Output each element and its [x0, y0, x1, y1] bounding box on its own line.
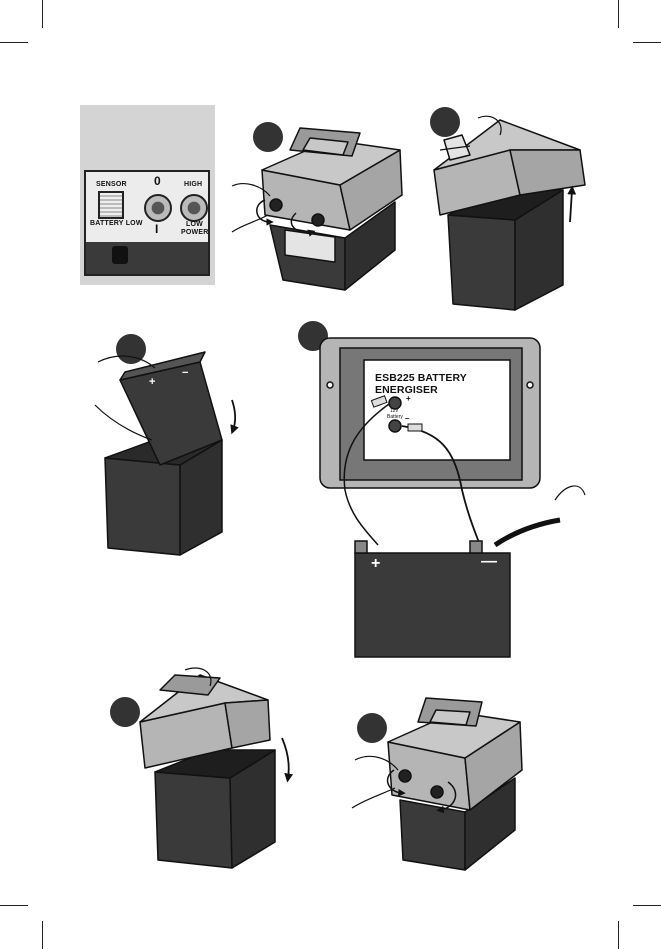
energiser-panel	[320, 338, 540, 488]
svg-text:−: −	[182, 367, 188, 379]
step-2-unit	[434, 120, 585, 310]
energiser-title: ESB225 BATTERY ENERGISER	[375, 372, 515, 396]
step-5-unit	[140, 675, 275, 868]
terminal-minus-label: –	[405, 414, 409, 423]
svg-text:+: +	[149, 376, 155, 388]
step-6-unit	[388, 698, 522, 870]
battery-text-label: Battery	[387, 414, 403, 420]
step-1-unit	[262, 128, 402, 290]
battery-minus-label: —	[481, 553, 497, 571]
terminal-plus-label: +	[406, 394, 411, 403]
battery-plus-label: +	[371, 555, 380, 573]
step-3-unit	[105, 352, 222, 555]
